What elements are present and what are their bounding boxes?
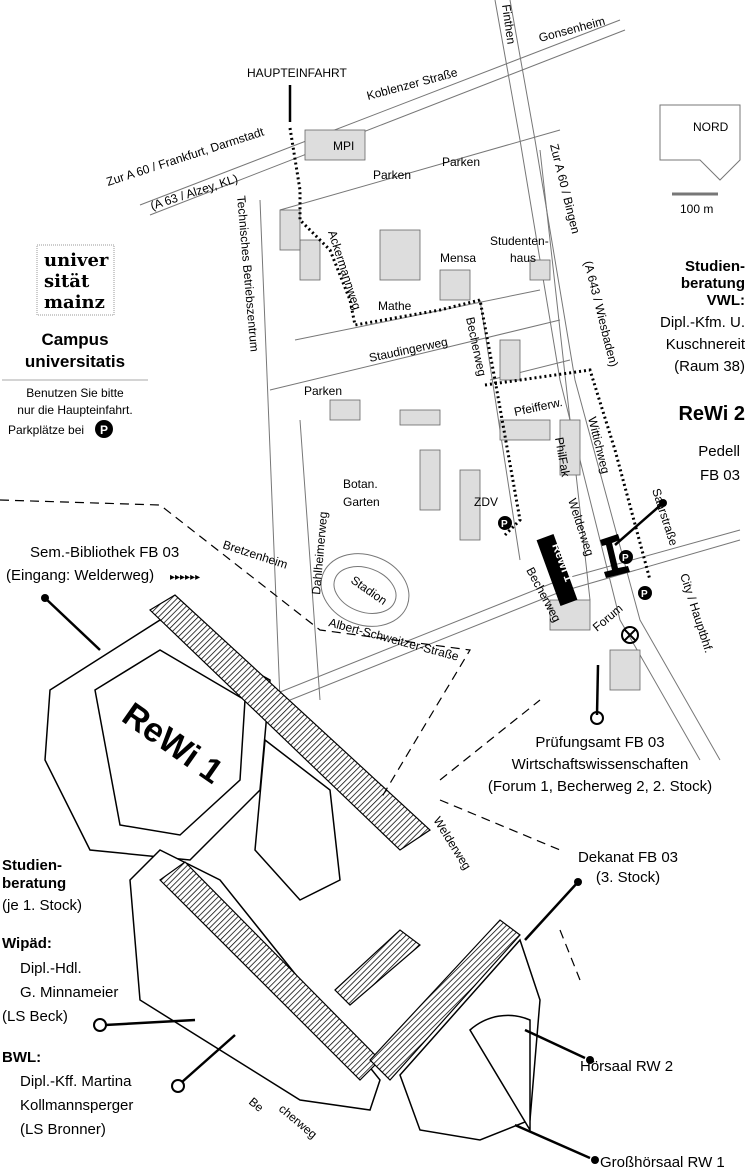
legend-parking-label: Parkplätze bei xyxy=(8,423,84,437)
logo-lines-2-label: mainz xyxy=(44,292,105,313)
roads-becherweg3b-label: cherweg xyxy=(276,1102,320,1142)
vwl-l2-label: Kuschnereit xyxy=(666,336,746,353)
roads-saar-label: Saarstraße xyxy=(649,487,681,548)
dekanat-l1-label: Dekanat FB 03 xyxy=(578,849,678,866)
walking-route xyxy=(288,127,652,581)
roads-becherweg3a-label: Be xyxy=(246,1095,266,1115)
places-mensa-label: Mensa xyxy=(440,251,476,265)
pruefung-l1-label: Prüfungsamt FB 03 xyxy=(535,734,664,751)
svg-text:P: P xyxy=(501,519,508,530)
vwl-l1-label: Dipl.-Kfm. U. xyxy=(660,314,745,331)
vwl-h3-label: VWL: xyxy=(707,292,745,309)
roads-wittich-label: Wittichweg xyxy=(585,415,613,475)
studienberatung-b1-label: Dipl.-Kff. Martina xyxy=(20,1073,132,1090)
pruefung-l2-label: Wirtschaftswissenschaften xyxy=(512,756,689,773)
roads-koblenzer-label: Koblenzer Straße xyxy=(365,65,459,103)
vwl-h1-label: Studien- xyxy=(685,258,745,275)
legend-title2-label: universitatis xyxy=(25,352,125,371)
hoersaal-rw2-label: Hörsaal RW 2 xyxy=(580,1058,673,1075)
places-botan2-label: Garten xyxy=(343,495,380,509)
roads-bretzenheim-label: Bretzenheim xyxy=(221,538,289,572)
legend: Campus universitatis Benutzen Sie bitte … xyxy=(2,330,148,438)
studienberatung-label: Studien- beratung (je 1. Stock) Wipäd: D… xyxy=(2,857,133,1138)
studienberatung-wipaed-label: Wipäd: xyxy=(2,935,52,952)
rewi2-l2-label: FB 03 xyxy=(700,467,740,484)
roads-a60-bingen-label: Zur A 60 / Bingen xyxy=(547,142,583,235)
roads-a63-label: (A 63 / Alzey, KL) xyxy=(149,171,240,212)
rewi2-label: ReWi 2 Pedell FB 03 xyxy=(678,403,745,484)
pruefungsamt-label: Prüfungsamt FB 03 Wirtschaftswissenschaf… xyxy=(488,734,712,795)
roads-city-label: City / Hauptbhf. xyxy=(677,572,716,655)
campus-buildings xyxy=(279,129,641,691)
studienberatung-h2-label: beratung xyxy=(2,875,66,892)
roads-pfeiffer-label: Pfeifferw. xyxy=(513,395,564,419)
rewi2-title-label: ReWi 2 xyxy=(678,403,745,425)
legend-parking-symbol-label: P xyxy=(100,423,108,437)
roads-finthen-label: Finthen xyxy=(499,3,518,45)
bib-l2-label: (Eingang: Welderweg) xyxy=(6,567,154,584)
svg-text:P: P xyxy=(622,553,629,564)
legend-note2-label: nur die Haupteinfahrt. xyxy=(17,403,132,417)
studienberatung-b3-label: (LS Bronner) xyxy=(20,1121,106,1138)
roads-becherweg-label: Becherweg xyxy=(463,316,489,378)
parking-icons: P P P xyxy=(498,516,652,600)
dekanat-label: Dekanat FB 03 (3. Stock) xyxy=(578,849,678,886)
roads-staudinger-label: Staudingerweg xyxy=(368,335,449,365)
svg-text:▸▸▸▸▸▸: ▸▸▸▸▸▸ xyxy=(170,572,200,583)
pruefung-l3-label: (Forum 1, Becherweg 2, 2. Stock) xyxy=(488,778,712,795)
compass-label-label: NORD xyxy=(693,120,729,134)
bibliothek-label: Sem.-Bibliothek FB 03 (Eingang: Welderwe… xyxy=(6,544,200,584)
studienberatung-h3-label: (je 1. Stock) xyxy=(2,897,82,914)
legend-title1-label: Campus xyxy=(41,330,108,349)
vwl-h2-label: beratung xyxy=(681,275,745,292)
roads-welder2-label: Welderweg xyxy=(430,814,474,872)
svg-text:P: P xyxy=(641,589,648,600)
places-studenten1-label: Studenten- xyxy=(490,234,549,248)
roads-tech-label: Technisches Betriebszentrum xyxy=(234,195,262,352)
forum-symbol xyxy=(621,626,639,644)
studienberatung-w2-label: G. Minnameier xyxy=(20,984,118,1001)
logo-lines-1-label: sität xyxy=(44,271,90,292)
places-stadion-label: Stadion xyxy=(348,573,389,608)
places-parken3-label: Parken xyxy=(304,384,342,398)
dekanat-l2-label: (3. Stock) xyxy=(596,869,660,886)
legend-note1-label: Benutzen Sie bitte xyxy=(26,386,124,400)
places-studenten2-label: haus xyxy=(510,251,536,265)
pointer-arrows xyxy=(41,85,667,1164)
logo-lines-0-label: univer xyxy=(44,250,109,271)
studienberatung-w1-label: Dipl.-Hdl. xyxy=(20,960,82,977)
roads-dahlheimer-label: Dahlheimerweg xyxy=(309,511,330,595)
roads-ackermann-label: Ackermannweg xyxy=(325,229,364,312)
places-parken1-label: Parken xyxy=(373,168,411,182)
rewi-building-illustration: ReWi 1 xyxy=(44,594,541,1141)
bib-l1-label: Sem.-Bibliothek FB 03 xyxy=(30,544,179,561)
roads-gonsenheim-label: Gonsenheim xyxy=(537,14,606,45)
hoersaal-labels: Hörsaal RW 2 Großhörsaal RW 1 xyxy=(580,1058,725,1170)
studienberatung-h1-label: Studien- xyxy=(2,857,62,874)
map-divider-lines xyxy=(0,499,581,981)
places-zdv-label: ZDV xyxy=(474,495,498,509)
vwl-advisory: Studien- beratung VWL: Dipl.-Kfm. U. Kus… xyxy=(660,258,746,375)
roads-welder-label: Welderweg xyxy=(565,497,597,558)
studienberatung-w3-label: (LS Beck) xyxy=(2,1008,68,1025)
places-parken2-label: Parken xyxy=(442,155,480,169)
studienberatung-b2-label: Kollmannsperger xyxy=(20,1097,133,1114)
rewi2-l1-label: Pedell xyxy=(698,443,740,460)
compass-scale-label: 100 m xyxy=(680,202,713,216)
places-botan1-label: Botan. xyxy=(343,477,378,491)
places-mpi-label: MPI xyxy=(333,139,354,153)
vwl-l3-label: (Raum 38) xyxy=(674,358,745,375)
roads-haupteinfahrt-label: HAUPTEINFAHRT xyxy=(247,66,347,80)
places-mathe-label: Mathe xyxy=(378,299,412,313)
places-forum-label: Forum xyxy=(590,601,626,634)
hoersaal-rw1-label: Großhörsaal RW 1 xyxy=(600,1154,725,1170)
studienberatung-bwl-label: BWL: xyxy=(2,1049,41,1066)
roads-a643-label: (A 643 / Wiesbaden) xyxy=(581,259,621,368)
north-compass: NORD 100 m xyxy=(659,104,741,216)
rewi2-map-marker[interactable] xyxy=(600,534,630,578)
university-logo: univer sität mainz xyxy=(36,244,115,316)
